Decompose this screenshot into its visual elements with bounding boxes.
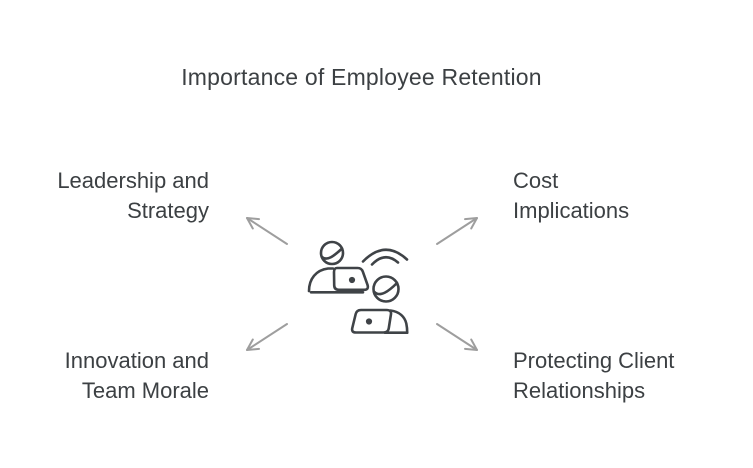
arrow-bottom-right-icon [436, 323, 478, 351]
node-innovation-team-morale: Innovation and Team Morale [65, 346, 209, 406]
people-on-laptops-icon [307, 240, 409, 334]
node-label-line: Team Morale [81, 378, 209, 403]
person-back-icon [350, 275, 409, 334]
arrow-top-left-icon [246, 217, 288, 245]
node-label-line: Relationships [513, 378, 646, 403]
person-front-icon [307, 240, 370, 294]
node-label-line: Strategy [127, 198, 209, 223]
node-label-line: Implications [513, 198, 630, 223]
node-label-line: Protecting Client [513, 348, 675, 373]
node-protecting-client-relationships: Protecting Client Relationships [513, 346, 674, 406]
arrow-bottom-left-icon [246, 323, 288, 351]
node-label-line: Cost [513, 168, 559, 193]
arrow-top-right-icon [436, 217, 478, 245]
node-label-line: Leadership and [57, 168, 209, 193]
node-leadership-strategy: Leadership and Strategy [57, 166, 209, 226]
node-label-line: Innovation and [64, 348, 209, 373]
diagram-title: Importance of Employee Retention [181, 64, 542, 90]
node-cost-implications: Cost Implications [513, 166, 629, 226]
wifi-signal-icon [361, 248, 409, 266]
